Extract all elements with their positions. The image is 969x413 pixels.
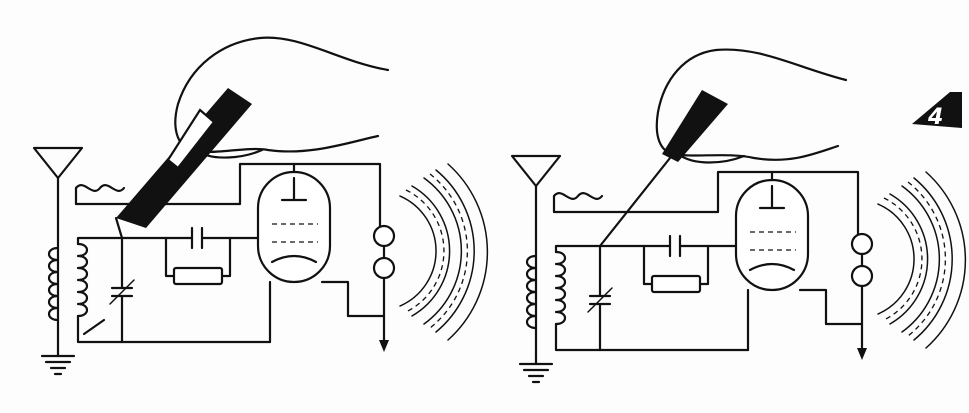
right-screwdriver-icon xyxy=(598,90,728,248)
figure-number: 4 xyxy=(927,105,943,130)
regenerative-receiver-circuit xyxy=(32,146,489,376)
regenerative-receiver-circuit-right xyxy=(510,154,967,384)
right-hand xyxy=(655,48,848,161)
left-screwdriver-icon xyxy=(114,88,252,240)
right-thumb xyxy=(676,152,746,164)
figure-badge: 4 xyxy=(912,92,962,130)
left-probe-pencil xyxy=(82,318,106,336)
left-circuit-panel xyxy=(32,36,489,376)
right-circuit-panel xyxy=(510,48,967,384)
left-hand xyxy=(174,36,390,154)
